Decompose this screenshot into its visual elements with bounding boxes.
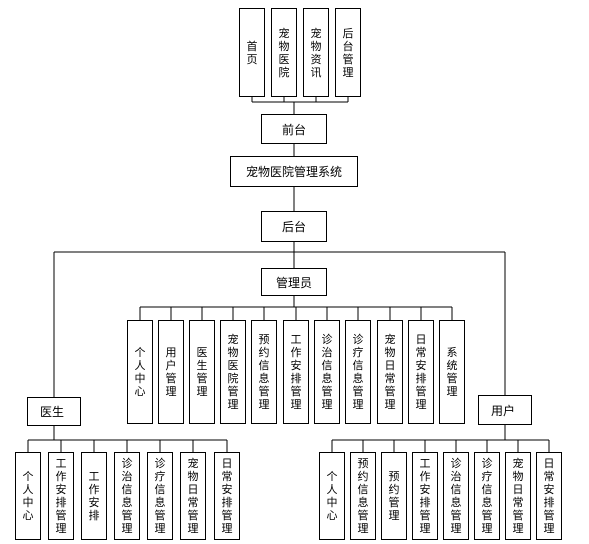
admin-module-daily-schedule-management: 日常安排管理 bbox=[408, 320, 434, 424]
admin-module-user-management: 用户管理 bbox=[158, 320, 184, 424]
admin-module-treatment-management: 诊疗信息管理 bbox=[345, 320, 371, 424]
admin-module-appointment-management: 预约信息管理 bbox=[251, 320, 277, 424]
backend-node: 后台 bbox=[261, 211, 327, 242]
frontend-page-pet-hospital: 宠物医院 bbox=[271, 8, 297, 97]
doctor-module-treatment-management: 诊疗信息管理 bbox=[147, 452, 173, 540]
admin-module-doctor-management: 医生管理 bbox=[189, 320, 215, 424]
doctor-module-diagnosis-management: 诊治信息管理 bbox=[114, 452, 140, 540]
admin-module-work-schedule-management: 工作安排管理 bbox=[283, 320, 309, 424]
doctor-module-work-schedule-management: 工作安排管理 bbox=[48, 452, 74, 540]
user-module-treatment-management: 诊疗信息管理 bbox=[474, 452, 500, 540]
frontend-node: 前台 bbox=[261, 114, 327, 144]
doctor-module-personal-center: 个人中心 bbox=[15, 452, 41, 540]
user-module-personal-center: 个人中心 bbox=[319, 452, 345, 540]
user-module-work-schedule-management: 工作安排管理 bbox=[412, 452, 438, 540]
admin-node: 管理员 bbox=[261, 268, 327, 296]
user-module-daily-schedule-management: 日常安排管理 bbox=[536, 452, 562, 540]
user-module-diagnosis-management: 诊治信息管理 bbox=[443, 452, 469, 540]
frontend-page-pet-news: 宠物资讯 bbox=[303, 8, 329, 97]
admin-module-pet-hospital-management: 宠物医院管理 bbox=[220, 320, 246, 424]
admin-module-pet-daily-management: 宠物日常管理 bbox=[377, 320, 403, 424]
frontend-page-admin-entry: 后台管理 bbox=[335, 8, 361, 97]
user-module-booking-management: 预约管理 bbox=[381, 452, 407, 540]
doctor-node: 医生 bbox=[27, 397, 81, 426]
doctor-module-work-schedule: 工作安排 bbox=[81, 452, 107, 540]
admin-module-personal-center: 个人中心 bbox=[127, 320, 153, 424]
frontend-page-home: 首页 bbox=[239, 8, 265, 97]
doctor-module-daily-schedule-management: 日常安排管理 bbox=[214, 452, 240, 540]
doctor-module-pet-daily-management: 宠物日常管理 bbox=[180, 452, 206, 540]
admin-module-system-management: 系统管理 bbox=[439, 320, 465, 424]
admin-module-diagnosis-management: 诊治信息管理 bbox=[314, 320, 340, 424]
system-title-node: 宠物医院管理系统 bbox=[230, 156, 358, 187]
user-node: 用户 bbox=[478, 395, 532, 425]
user-module-appointment-management: 预约信息管理 bbox=[350, 452, 376, 540]
user-module-pet-daily-management: 宠物日常管理 bbox=[505, 452, 531, 540]
